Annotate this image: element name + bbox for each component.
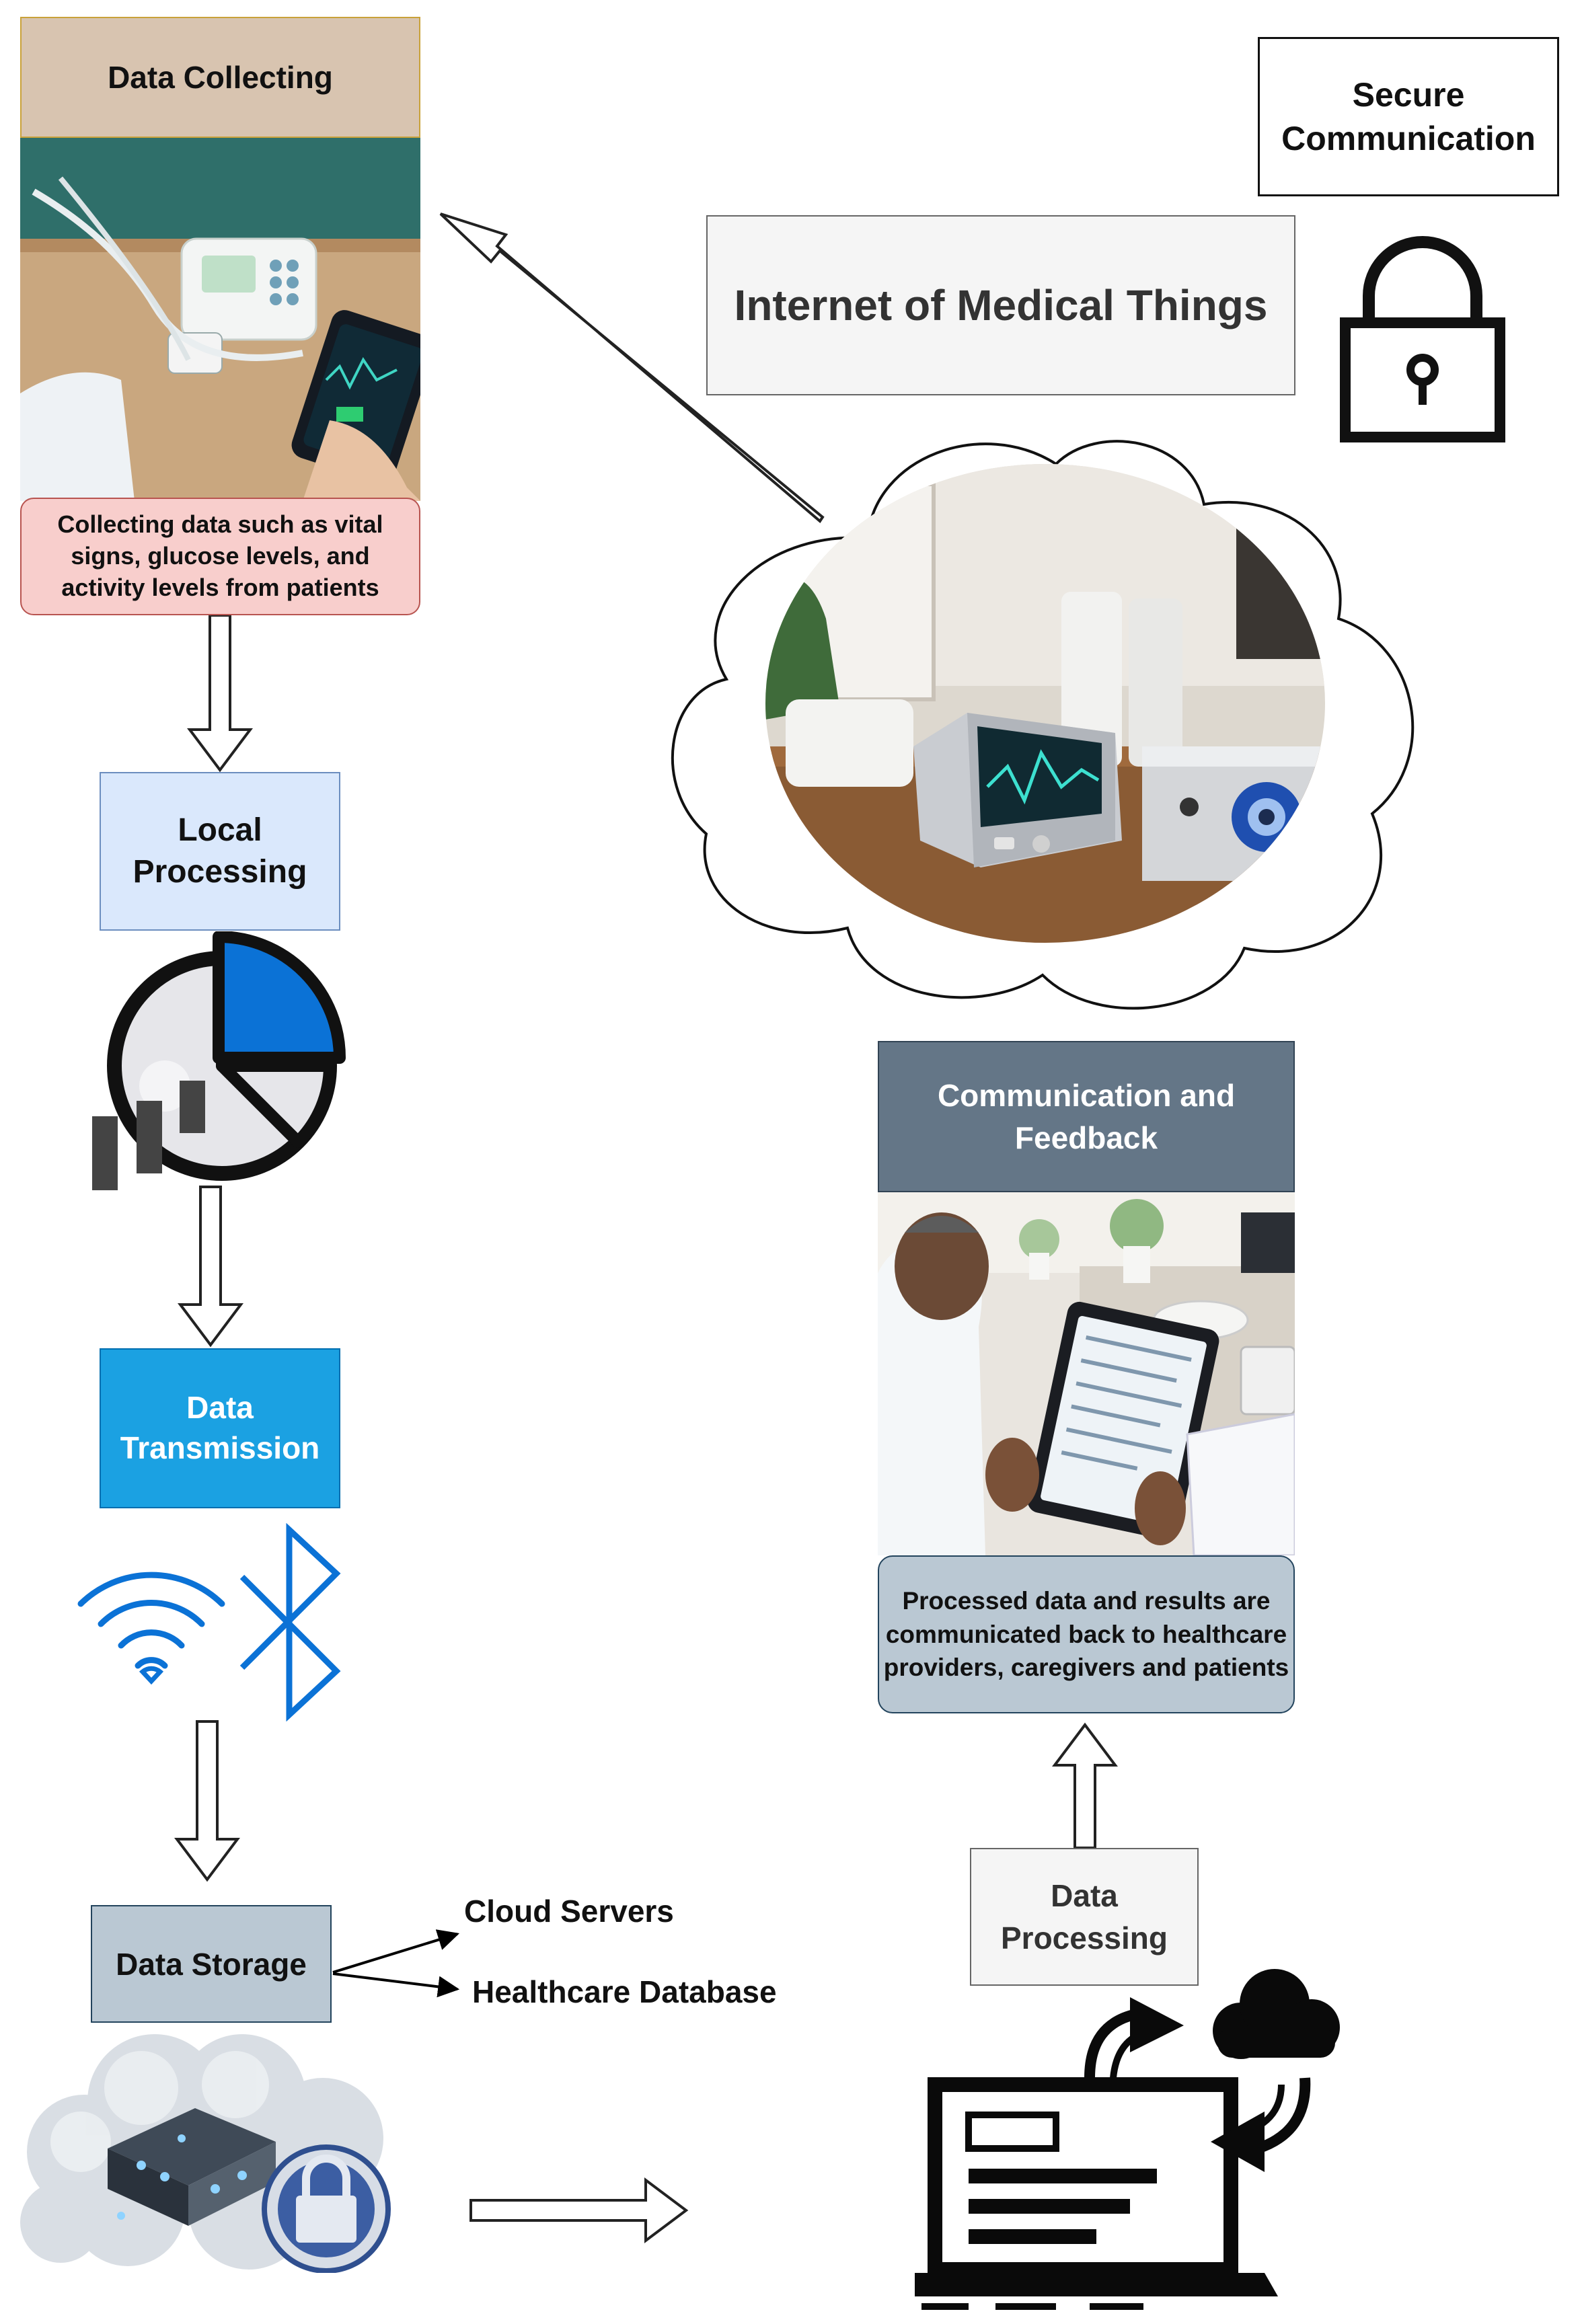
doctor-tablet-photo [878,1192,1295,1555]
data-collecting-header: Data Collecting [20,17,420,138]
bluetooth-icon [239,1523,341,1721]
arrow-local-to-transmission [178,1186,243,1348]
healthcare-database-label: Healthcare Database [472,1974,777,2009]
secure-communication-box: Secure Communication [1258,37,1559,196]
arrow-storage-to-processing [469,2177,689,2243]
communication-feedback-header: Communication and Feedback [878,1041,1295,1192]
laptop-cloud-sync-icon [915,1997,1311,2310]
arrow-collect-to-local [187,614,253,773]
local-processing-box: Local Processing [100,772,340,931]
connector-storage-cloud-servers [332,1929,460,1974]
data-transmission-title: Data Transmission [120,1390,320,1465]
data-transmission-box: Data Transmission [100,1348,340,1508]
arrow-processing-to-feedback [1052,1722,1118,1849]
cloud-servers-label: Cloud Servers [464,1894,674,1929]
arrow-iomt-to-collecting [439,212,825,523]
data-processing-box: Data Processing [970,1848,1199,1986]
wifi-icon [77,1572,225,1685]
pie-chart-icon [92,931,346,1190]
connector-storage-healthcare-db [332,1972,460,1998]
padlock-icon [1340,236,1505,442]
data-processing-title: Data Processing [1001,1878,1168,1955]
secure-communication-title: Secure Communication [1281,75,1536,157]
data-collecting-caption-text: Collecting data such as vital signs, glu… [57,510,383,601]
data-collecting-caption: Collecting data such as vital signs, glu… [20,498,420,615]
iot-devices-photo [765,464,1325,943]
data-storage-title: Data Storage [116,1946,307,1982]
medical-devices-photo [20,138,420,501]
data-storage-box: Data Storage [91,1905,332,2023]
iomt-title: Internet of Medical Things [734,281,1268,330]
secure-cloud-server-icon [20,2034,391,2273]
iomt-title-box: Internet of Medical Things [706,215,1295,395]
communication-feedback-title: Communication and Feedback [937,1078,1236,1155]
data-collecting-title: Data Collecting [108,60,333,95]
communication-feedback-caption-text: Processed data and results are communica… [883,1586,1289,1682]
communication-feedback-caption: Processed data and results are communica… [878,1555,1295,1713]
arrow-transmission-to-storage [174,1720,240,1882]
cloud-icon [1213,1969,1340,2059]
local-processing-title: Local Processing [133,812,307,890]
